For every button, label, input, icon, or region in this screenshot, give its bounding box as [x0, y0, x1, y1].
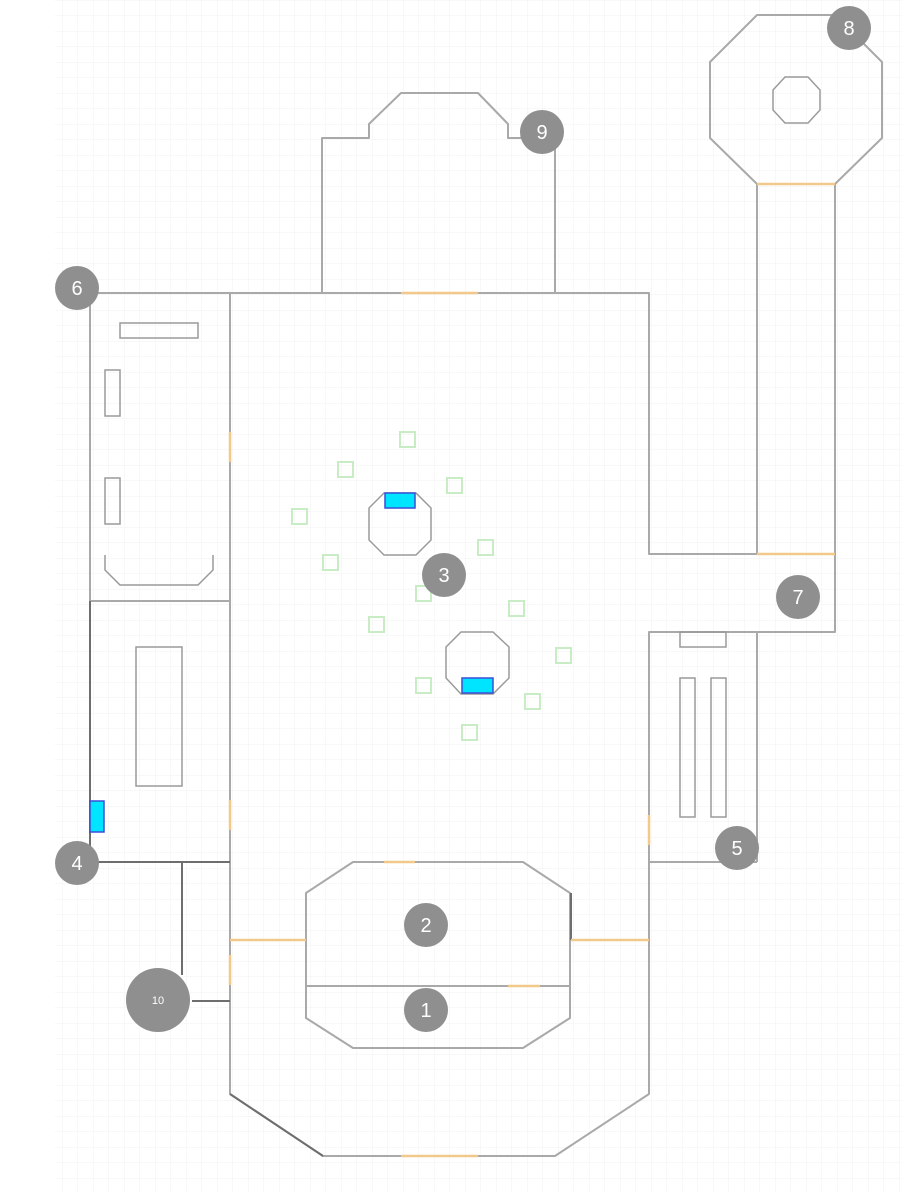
- long-table: [135, 646, 183, 787]
- highlights: [89, 492, 494, 833]
- marker-9[interactable]: 9: [520, 110, 564, 154]
- marker-5-label: 5: [731, 838, 742, 860]
- bench-curved: [104, 555, 214, 586]
- marker-1[interactable]: 1: [404, 988, 448, 1032]
- shelf-lower: [104, 477, 121, 525]
- east-shelf-right: [710, 677, 727, 818]
- highlight-west-wall: [89, 800, 105, 833]
- west-room-upper-wall: [89, 292, 230, 602]
- marker-8[interactable]: 8: [827, 6, 871, 50]
- marker-4[interactable]: 4: [55, 841, 99, 885]
- shelf-upper: [104, 369, 121, 417]
- highlight-platform-upper: [384, 492, 416, 509]
- pillar: [415, 585, 432, 602]
- markers: 1 2 3 4 5 6 7 8: [55, 6, 871, 1032]
- marker-10-label: 10: [152, 995, 164, 1007]
- east-shelf-top: [679, 631, 727, 648]
- pillar: [291, 508, 308, 525]
- pillar: [415, 677, 432, 694]
- pillar: [446, 477, 463, 494]
- pillars: [291, 431, 572, 741]
- marker-7-label: 7: [792, 587, 803, 609]
- pillar: [555, 647, 572, 664]
- table-top: [119, 322, 199, 339]
- furniture: [104, 322, 727, 818]
- marker-7[interactable]: 7: [776, 575, 820, 619]
- pillar: [461, 724, 478, 741]
- marker-5[interactable]: 5: [715, 826, 759, 870]
- pillar: [399, 431, 416, 448]
- marker-6[interactable]: 6: [55, 266, 99, 310]
- tower-pillar: [772, 76, 821, 124]
- doors: [228, 182, 835, 1158]
- grid-background: [55, 0, 902, 1192]
- marker-6-label: 6: [71, 278, 82, 300]
- platform-upper: [368, 492, 432, 556]
- south-west-diagonal: [229, 1093, 324, 1157]
- pillar: [508, 600, 525, 617]
- pillar: [368, 616, 385, 633]
- marker-2-label: 2: [420, 915, 431, 937]
- marker-2[interactable]: 2: [404, 903, 448, 947]
- pillar: [524, 693, 541, 710]
- marker-10[interactable]: 10: [126, 968, 190, 1032]
- south-room-wall: [305, 861, 571, 1049]
- marker-3[interactable]: 3: [422, 553, 466, 597]
- pillar: [322, 554, 339, 571]
- marker-3-label: 3: [438, 565, 449, 587]
- pillar: [337, 461, 354, 478]
- east-shelf-left: [679, 677, 696, 818]
- marker-1-label: 1: [420, 1000, 431, 1022]
- marker-8-label: 8: [843, 18, 854, 40]
- west-passage-wall: [181, 862, 230, 1002]
- tower-corridor-wall: [756, 184, 836, 862]
- highlight-platform-lower: [461, 677, 494, 694]
- marker-9-label: 9: [536, 122, 547, 144]
- marker-4-label: 4: [71, 853, 82, 875]
- pillar: [477, 539, 494, 556]
- platform-lower: [445, 631, 510, 695]
